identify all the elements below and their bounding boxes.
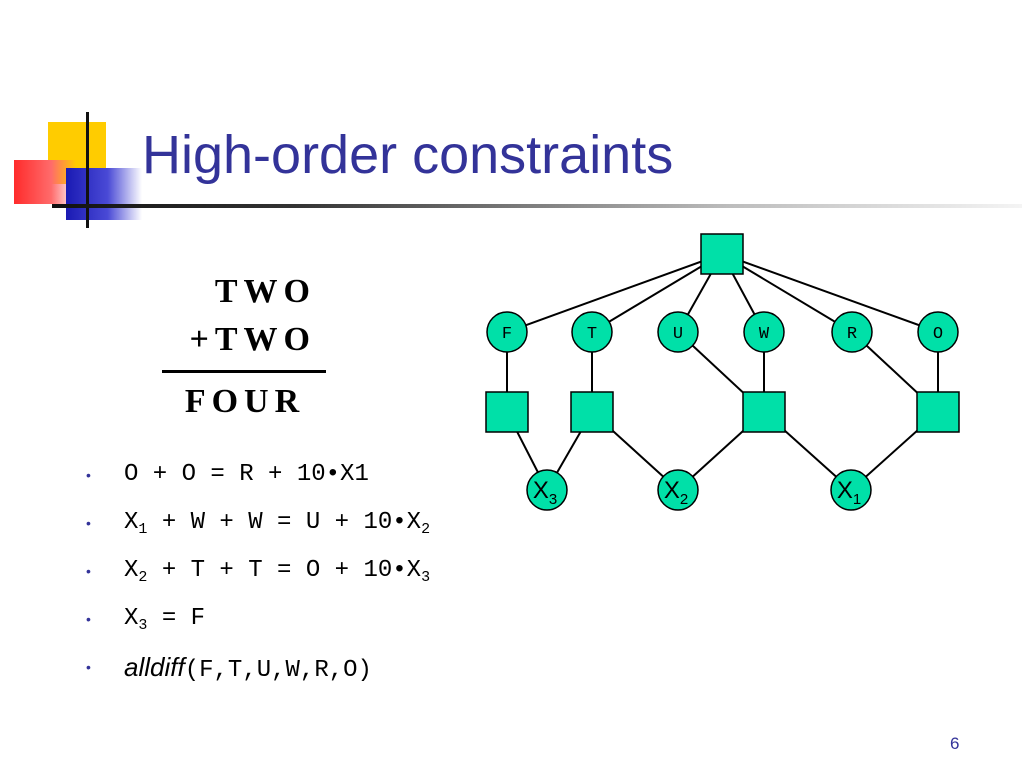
carry-nodes: X3 X2 X1 — [526, 469, 872, 511]
bullet-icon: • — [86, 563, 91, 579]
variable-node-w — [743, 311, 785, 353]
subscript: 1 — [138, 521, 148, 538]
carry-label-x2: X2 — [664, 477, 688, 508]
decor-blue-square — [66, 168, 142, 220]
variable-node-r — [831, 311, 873, 353]
alldiff-args: (F,T,U,W,R,O) — [184, 657, 372, 684]
variable-label-w: W — [759, 325, 770, 344]
constraint-graph: F T U W R O X3 X2 X1 — [485, 233, 960, 511]
carry-label-x1: X1 — [837, 477, 861, 508]
constraint-list: • O + O = R + 10•X1 • X1 + W + W = U + 1… — [86, 452, 430, 692]
constraint-text: + T + T = O + 10•X — [147, 557, 422, 584]
constraint-nodes — [485, 233, 960, 433]
variable-label-t: T — [587, 325, 597, 344]
decor-vertical-line — [86, 112, 89, 228]
variable-label-o: O — [933, 325, 943, 344]
alldiff-label: alldiff — [124, 652, 185, 682]
page-number: 6 — [950, 734, 960, 753]
variable-node-u — [657, 311, 699, 353]
subscript: 2 — [421, 521, 431, 538]
variable-label-u: U — [673, 325, 683, 344]
constraint-node — [570, 391, 614, 433]
title-underline — [52, 204, 1022, 208]
variable-label-r: R — [847, 325, 857, 344]
constraint-node — [485, 391, 529, 433]
carry-node-x3 — [526, 469, 568, 511]
subscript: 3 — [421, 569, 431, 586]
subscript: 2 — [138, 569, 148, 586]
subscript: 3 — [138, 617, 148, 634]
list-item: • X2 + T + T = O + 10•X3 — [86, 548, 430, 596]
constraint-node — [742, 391, 786, 433]
alldiff-constraint-node — [700, 233, 744, 275]
list-item: • alldiff(F,T,U,W,R,O) — [86, 644, 430, 692]
constraint-text: X — [124, 509, 139, 536]
cryptarithm: TWO +TWO FOUR — [160, 268, 330, 426]
edge — [506, 253, 723, 333]
constraint-node — [916, 391, 960, 433]
variable-node-f — [486, 311, 528, 353]
bullet-icon: • — [86, 659, 91, 675]
bullet-icon: • — [86, 515, 91, 531]
list-item: • O + O = R + 10•X1 — [86, 452, 430, 500]
edge — [721, 253, 939, 333]
variable-nodes: F T U W R O — [486, 311, 959, 353]
carry-node-x2 — [657, 469, 699, 511]
constraint-text: O + O = R + 10•X1 — [124, 461, 369, 488]
list-item: • X3 = F — [86, 596, 430, 644]
cryptarithm-row-1: TWO — [214, 273, 316, 310]
decor-red-square — [14, 160, 76, 204]
carry-node-x1 — [830, 469, 872, 511]
carry-label-x3: X3 — [533, 477, 557, 508]
graph-edges — [506, 253, 939, 491]
variable-node-t — [571, 311, 613, 353]
variable-label-f: F — [502, 325, 512, 344]
list-item: • X1 + W + W = U + 10•X2 — [86, 500, 430, 548]
constraint-text: + W + W = U + 10•X — [147, 509, 422, 536]
bullet-icon: • — [86, 467, 91, 483]
cryptarithm-row-2: +TWO — [189, 321, 316, 358]
bullet-icon: • — [86, 611, 91, 627]
constraint-text: X — [124, 557, 139, 584]
constraint-text: X — [124, 605, 139, 632]
variable-node-o — [917, 311, 959, 353]
slide-title: High-order constraints — [142, 125, 674, 185]
sum-line — [162, 370, 326, 373]
cryptarithm-row-3: FOUR — [184, 383, 306, 420]
constraint-text: = F — [147, 605, 206, 632]
